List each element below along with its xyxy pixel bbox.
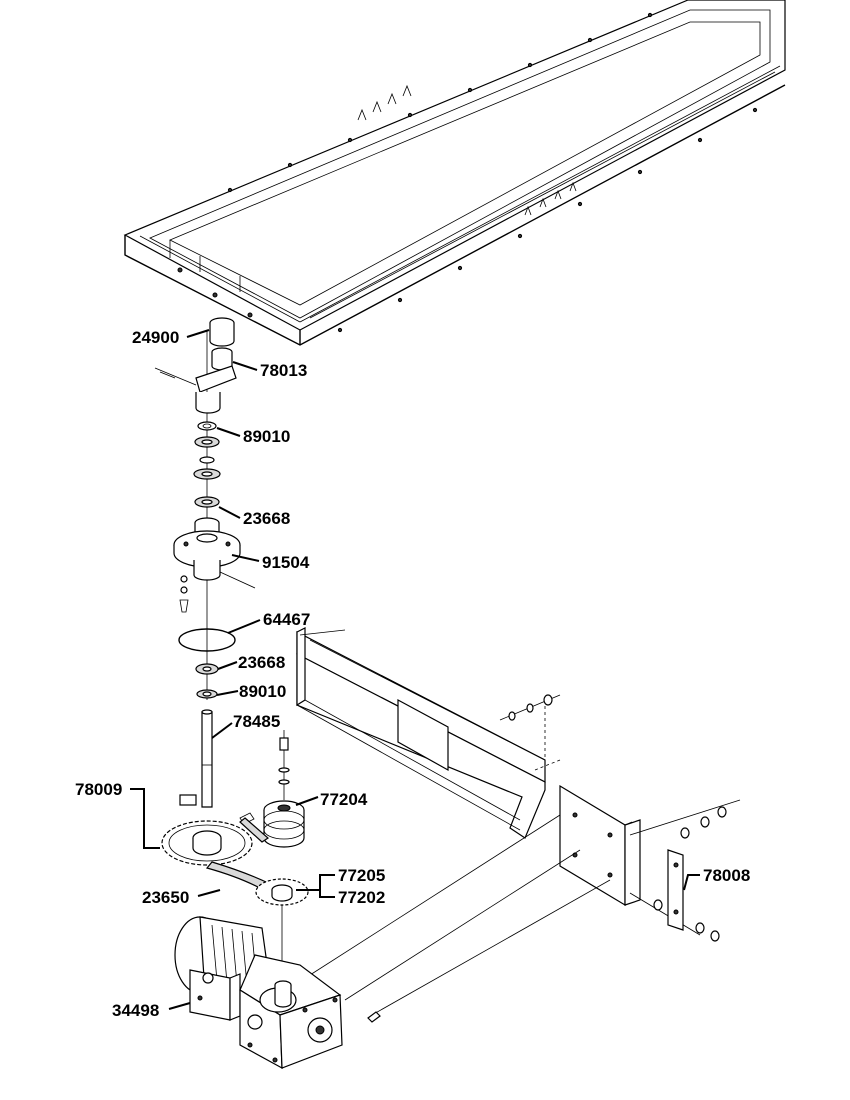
bearing-89010-top: [193, 421, 221, 480]
callout-91504: 91504: [262, 553, 310, 572]
callout-23668-top: 23668: [243, 509, 290, 528]
callout-leaders: [130, 329, 700, 1010]
callout-23668-bottom: 23668: [238, 653, 285, 672]
bearing-housing-91504: [173, 517, 256, 613]
channel-member: [296, 627, 561, 839]
callout-89010-top: 89010: [243, 427, 290, 446]
mount-bracket-78008: [309, 784, 741, 1023]
callout-77202: 77202: [338, 888, 385, 907]
gearmotor-34498: [174, 916, 343, 1070]
bearing-23668-bottom: [195, 663, 219, 675]
callout-89010-bottom: 89010: [239, 682, 286, 701]
sprocket-77202: [255, 878, 309, 906]
callout-78008: 78008: [703, 866, 750, 885]
callout-78013: 78013: [260, 361, 307, 380]
snap-ring-64467: [178, 628, 236, 652]
callout-78009: 78009: [75, 780, 122, 799]
shaft-78485: [179, 709, 213, 808]
bearing-89010-bottom: [196, 689, 218, 699]
bushing-24900: [209, 317, 235, 347]
callout-23650: 23650: [142, 888, 189, 907]
top-frame: [123, 0, 786, 346]
callout-24900: 24900: [132, 328, 179, 347]
callout-labels: 24900 78013 89010 23668 91504 64467 2366…: [75, 328, 750, 1020]
callout-34498: 34498: [112, 1001, 159, 1020]
callout-77205: 77205: [338, 866, 385, 885]
callout-64467: 64467: [263, 610, 310, 629]
sprocket-78009: [161, 820, 253, 866]
callout-77204: 77204: [320, 790, 368, 809]
shaft-stack: [154, 317, 256, 808]
sheave-77204: [239, 730, 305, 848]
callout-78485: 78485: [233, 712, 280, 731]
drive-train: [161, 730, 309, 970]
crank-arm-78013: [154, 347, 237, 414]
bearing-23668-top: [194, 496, 220, 508]
